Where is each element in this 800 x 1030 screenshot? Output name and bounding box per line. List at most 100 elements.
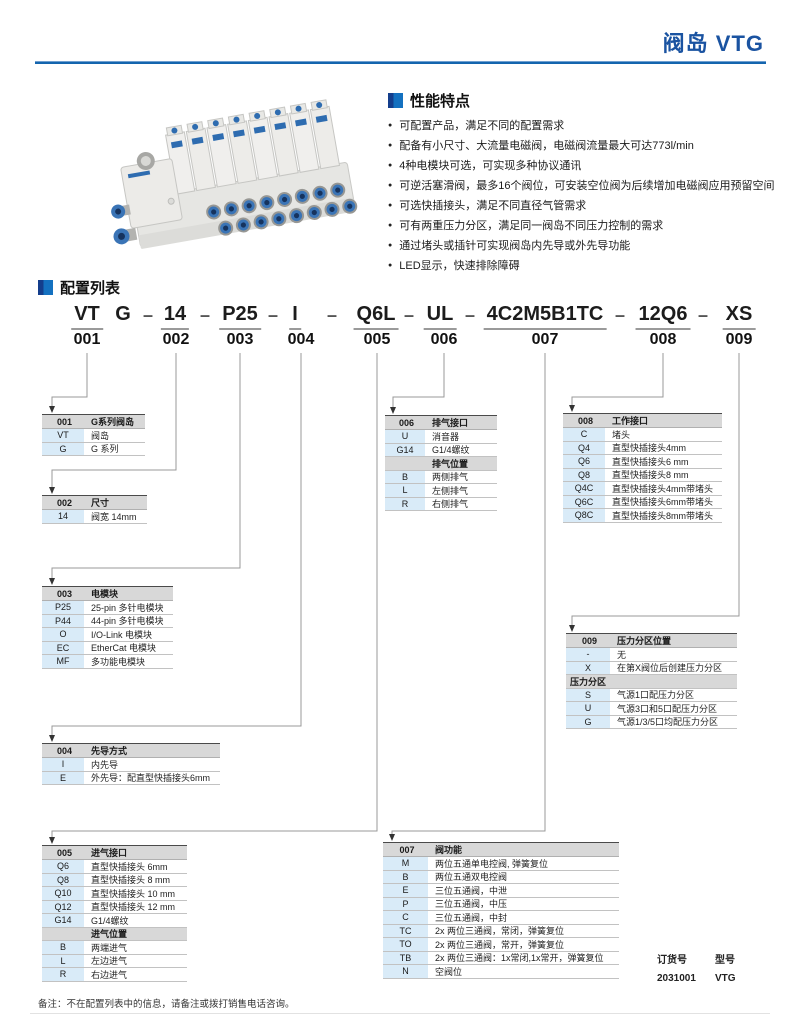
code-cell: TC [383, 924, 428, 937]
subheader-title: 排气位置 [432, 458, 469, 469]
code-cell: B [385, 470, 425, 483]
table-code: 009 [581, 635, 598, 646]
code-dash: – [403, 305, 415, 325]
code-cell: B [383, 870, 428, 883]
section-square-icon [388, 93, 403, 108]
desc-cell: 两位五通双电控阀 [435, 872, 508, 883]
code-cell: Q8 [563, 468, 605, 481]
order-number-value: 2031001 [657, 973, 696, 984]
code-cell: Q10 [42, 887, 84, 900]
code-segment-g: G [115, 303, 131, 325]
subheader-title: 压力分区 [570, 676, 607, 687]
code-number-008: 008 [649, 331, 677, 348]
features-title: 性能特点 [410, 93, 471, 110]
table-subheader: 压力分区 [566, 675, 737, 689]
desc-cell: 2x 两位三通阀，常闭，弹簧复位 [435, 926, 565, 937]
order-info: 订货号 型号 2031001 VTG [657, 951, 736, 984]
title-rule [35, 61, 766, 64]
table-row: -无 [566, 648, 737, 662]
electrical-module [120, 151, 183, 229]
table-title: 电模块 [91, 589, 119, 599]
code-segment-i: I [289, 303, 301, 330]
code-cell: O [42, 628, 84, 641]
code-cell: EC [42, 641, 84, 654]
code-segment-14: 14 [160, 303, 190, 330]
desc-cell: 阀岛 [91, 430, 110, 441]
code-cell: C [383, 911, 428, 924]
footnote: 备注：不在配置列表中的信息，请备注或拨打销售电话咨询。 [38, 999, 295, 1010]
desc-cell: 两侧排气 [432, 472, 469, 483]
code-number-009: 009 [725, 331, 753, 348]
table-header: 003 电模块 [42, 587, 173, 601]
desc-cell: 直型快插接头6mm带堵头 [612, 497, 714, 508]
desc-cell: 直型快插接头 12 mm [91, 902, 176, 913]
code-number-002: 002 [162, 331, 190, 348]
code-cell: Q8 [42, 873, 84, 886]
feature-item: LED显示，快速排除障碍 [388, 256, 792, 276]
desc-cell: 25-pin 多针电模块 [91, 602, 164, 613]
desc-cell: 直型快插接头 10 mm [91, 888, 176, 899]
table-code: 003 [56, 588, 73, 599]
table-header: 004 先导方式 [42, 744, 220, 758]
code-dash: – [142, 305, 154, 325]
table-subheader: 进气位置 [42, 927, 187, 941]
push-in-fittings [206, 182, 358, 236]
table-row: B 两侧排气 [385, 470, 497, 484]
code-dash: – [464, 305, 476, 325]
table-code: 005 [56, 847, 73, 858]
code-cell: G [566, 715, 610, 728]
desc-cell: G1/4螺纹 [432, 445, 470, 456]
code-dash: – [614, 305, 626, 325]
desc-cell: 气源1口配压力分区 [617, 690, 695, 701]
table-title: G系列阀岛 [91, 417, 135, 427]
table-header: 002 尺寸 [42, 496, 147, 510]
code-cell: P44 [42, 614, 84, 627]
feature-item: 可逆活塞滑阀，最多16个阀位，可安装空位阀为后续增加电磁阀应用预留空间 [388, 176, 792, 196]
desc-cell: 三位五通阀，中压 [435, 899, 508, 910]
features-list: 可配置产品，满足不同的配置需求 配备有小尺寸、大流量电磁阀，电磁阀流量最大可达7… [388, 116, 792, 276]
desc-cell: 两端进气 [91, 942, 128, 953]
model-value: VTG [715, 973, 736, 984]
table-header: 009 压力分区位置 [566, 634, 737, 648]
table-row: S 气源1口配压力分区 [566, 688, 737, 702]
code-cell: S [566, 688, 610, 701]
table-row: B 两位五通双电控阀 [383, 870, 619, 884]
code-cell: M [383, 857, 428, 870]
desc-cell: 两位五通单电控阀, 弹簧复位 [435, 858, 549, 869]
code-dash: – [199, 305, 211, 325]
desc-cell: 直型快插接头4mm带堵头 [612, 483, 714, 494]
desc-cell: 右侧排气 [432, 499, 469, 510]
code-segment-12q6: 12Q6 [635, 303, 691, 330]
desc-cell: 2x 两位三通阀，常开，弹簧复位 [435, 939, 565, 950]
code-cell: U [566, 702, 610, 715]
desc-cell: 内先导 [91, 759, 119, 770]
code-segment-vt: VT [71, 303, 103, 330]
desc-cell: 直型快插接头8 mm [612, 470, 689, 481]
code-cell: G14 [42, 914, 84, 927]
valve-slices [165, 99, 341, 195]
